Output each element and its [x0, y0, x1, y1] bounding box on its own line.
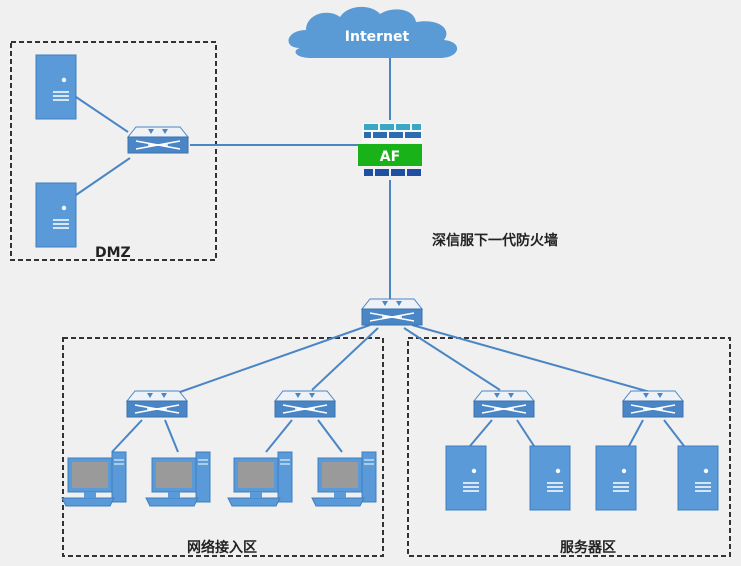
links [75, 55, 685, 453]
dmz-zone-label: DMZ [95, 245, 131, 261]
server-1-icon [445, 445, 487, 511]
firewall-caption: 深信服下一代防火墙 [432, 232, 558, 249]
server-switch-2-icon [622, 390, 684, 418]
dmz-server-1-icon [35, 54, 77, 120]
server-switch-1-icon [473, 390, 535, 418]
core-switch-icon [361, 298, 423, 326]
dmz-server-2-icon [35, 182, 77, 248]
access-zone [62, 337, 384, 557]
dmz-switch-icon [127, 126, 189, 154]
firewall-icon [358, 123, 422, 176]
server-2-icon [529, 445, 571, 511]
server-zone-label: 服务器区 [560, 539, 616, 556]
pc-3-icon [227, 451, 293, 507]
dmz-zone [10, 41, 217, 261]
server-zone [407, 337, 731, 557]
access-zone-label: 网络接入区 [187, 539, 257, 556]
firewall-label: AF [380, 149, 400, 165]
server-4-icon [677, 445, 719, 511]
pc-1-icon [61, 451, 127, 507]
internet-label: Internet [345, 29, 410, 45]
server-3-icon [595, 445, 637, 511]
access-switch-2-icon [274, 390, 336, 418]
access-switch-1-icon [126, 390, 188, 418]
pc-4-icon [311, 451, 377, 507]
pc-2-icon [145, 451, 211, 507]
internet-cloud-icon [288, 6, 458, 58]
